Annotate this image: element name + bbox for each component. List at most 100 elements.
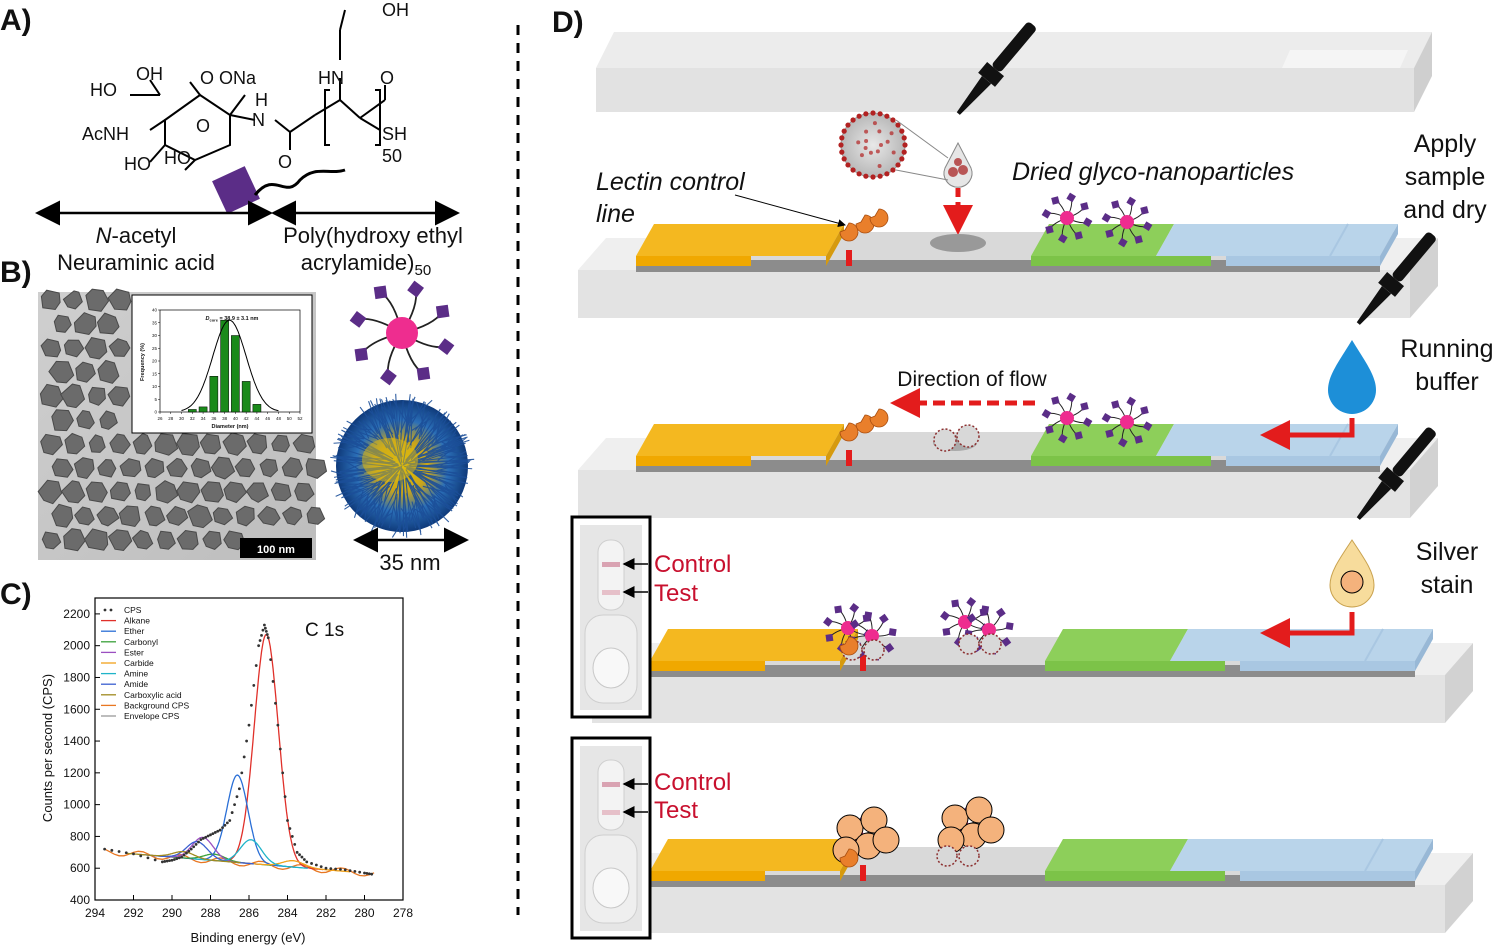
xps-cps-point [153,858,157,862]
xps-cps-point [189,847,193,851]
virus-particle [933,428,957,452]
tem-particle [108,338,131,357]
xps-xtick: 294 [85,906,105,920]
lectin-icon [839,222,859,242]
histogram-xtick: 42 [244,416,250,421]
atom-n: N [252,110,265,130]
xps-cps-point [221,826,224,830]
tem-particle [292,433,316,454]
xps-xtick: 282 [316,906,336,920]
tem-particle [223,481,248,504]
glyconanoparticle [349,280,455,386]
xps-annotation: C 1s [305,620,344,641]
xps-cps-point [187,849,191,853]
xps-cps-point [110,848,114,852]
histogram-bar [231,335,240,413]
atom-ho-bottom2: HO [164,148,191,168]
apply-label-1: Apply [1414,130,1477,158]
xps-cps-point [334,867,338,871]
xps-xtick: 290 [162,906,182,920]
tem-particle [176,481,201,504]
silver-label-1: Silver [1416,538,1479,566]
apply-label-3: and dry [1403,196,1487,224]
xps-cps-point [197,840,200,844]
xps-cps-point [329,867,333,871]
xps-plot-area [94,597,404,901]
tem-particle [60,383,86,409]
xps-cps-point [365,871,369,875]
pipette-icon [956,22,1036,115]
lectin-pointer [734,194,846,228]
tem-particle [270,482,292,502]
xps-ylabel: Counts per second (CPS) [40,674,55,822]
tem-particle [40,289,61,311]
xps-cps-point [298,853,301,857]
scalebar-box [240,538,312,558]
atom-h: H [255,90,268,110]
xps-cps-point [213,831,217,834]
tem-particle [62,290,83,310]
atom-o-bottom: O [278,152,292,172]
xps-cps-point [216,829,220,833]
panel-b-label: B) [0,256,32,289]
lectin-icon [839,636,859,656]
size-label: 35 nm [379,550,440,575]
xps-cps-point [264,629,268,633]
tem-particle [306,506,326,525]
atom-oh-end: OH [382,0,409,20]
atom-o-amide: O [380,68,394,88]
histogram-xtick: 46 [265,416,271,421]
xps-cps-point [276,723,280,727]
xps-cps-point [278,747,282,751]
xps-legend-entry: Background CPS [124,700,190,710]
buffer-arrow [1260,418,1355,450]
atom-n50: 50 [382,146,402,166]
silver-pipette [1356,427,1436,520]
xps-cps-point [225,821,229,825]
stage1-droplet [895,119,973,188]
tem-particle [144,457,165,479]
histogram-xtick: 50 [287,416,293,421]
lateral-flow-strip [592,628,1473,723]
sample-spot [930,234,986,252]
silver-enhanced-particle [965,796,993,824]
tem-particle [281,506,303,526]
xps-legend-entry: Ether [124,626,144,636]
histogram-bar [241,381,251,413]
atom-acnh: AcNH [82,124,129,144]
tem-particle [109,433,131,455]
xps-cps-point [103,847,107,851]
tem-particle [134,483,152,502]
panel-a-label: A) [0,4,32,37]
xps-cps-point [269,658,273,661]
tem-particle [131,529,154,550]
histogram-ytick: 35 [152,320,158,325]
xps-xtick: 286 [239,906,259,920]
tem-particle [118,505,141,528]
tem-particle [109,481,131,502]
xps-cps-point [223,823,227,827]
tem-particle [281,457,304,478]
virus-particle [958,845,980,867]
xps-ytick: 1400 [63,734,90,748]
xps-cps-point [177,856,181,860]
histogram-xtick: 48 [276,416,282,421]
tem-particle [119,458,142,478]
tem-particle [210,456,236,480]
xps-cps-point [132,852,135,856]
xps-cps-point [274,701,277,705]
xps-cps-point [324,866,328,870]
xps-cps-point [218,828,222,832]
atom-coona: O ONa [200,68,257,88]
tem-particle [176,529,199,550]
tem-particle [97,359,120,384]
tem-particle [88,386,106,406]
xps-cps-point [235,795,239,799]
xps-legend-entry: Carbide [124,658,154,668]
xps-cps-point [192,845,196,849]
xps-cps-point [146,856,150,860]
histogram-xlabel: Diameter (nm) [212,424,249,430]
xps-xtick: 280 [354,906,374,920]
